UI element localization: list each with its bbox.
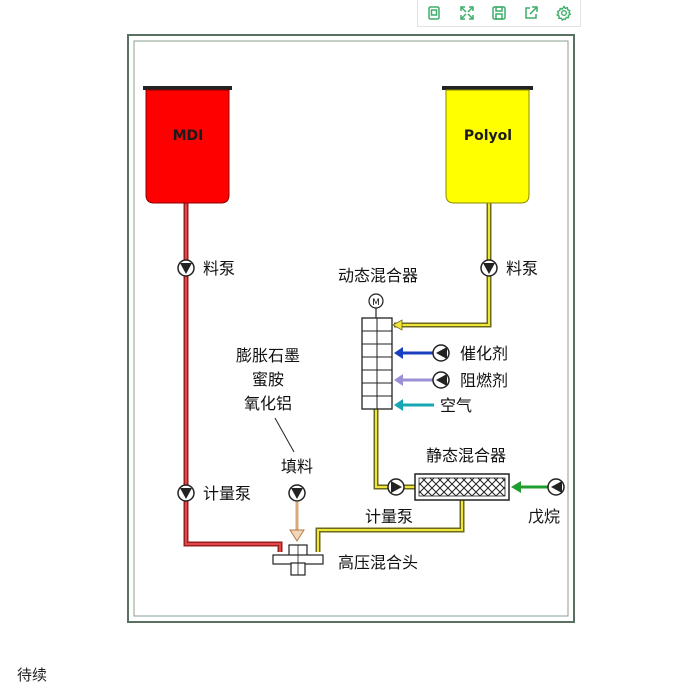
dynamic-mixer [361, 317, 393, 410]
air-label: 空气 [440, 396, 472, 415]
static-mixer [414, 473, 510, 501]
metering-pump-left [177, 484, 195, 502]
save-button[interactable] [489, 3, 509, 23]
process-diagram: MDI Polyol 料泵 料泵 计量泵 计量泵 动态混合器 M [127, 34, 575, 623]
metering-pump-right [387, 478, 405, 496]
dynamic-mixer-label: 动态混合器 [338, 266, 418, 285]
copy-icon [428, 6, 440, 20]
filler-leader-line [274, 417, 295, 453]
retardant-inlet [394, 371, 450, 389]
footer-text: 待续 [17, 666, 48, 684]
pump-left-label: 料泵 [203, 259, 235, 278]
polyol-label: Polyol [464, 128, 512, 144]
filler-name-1: 膨胀石墨 [236, 346, 300, 365]
polyol-tank: Polyol [442, 86, 533, 204]
pentane-inlet [511, 478, 565, 496]
share-button[interactable] [521, 3, 541, 23]
mdi-pipeline-inner [185, 203, 281, 552]
pump-right-label: 料泵 [506, 259, 538, 278]
pentane-label: 戊烷 [528, 507, 560, 526]
air-inlet [394, 399, 434, 411]
mdi-label: MDI [173, 128, 204, 144]
mixing-head [272, 544, 324, 576]
mdi-tank: MDI [143, 86, 232, 204]
pump-right [480, 259, 498, 277]
pump-left [177, 259, 195, 277]
motor-label: M [372, 298, 380, 308]
polyol-inlet-arrow [392, 319, 403, 331]
static-mixer-label: 静态混合器 [426, 446, 506, 465]
fullscreen-button[interactable] [457, 3, 477, 23]
settings-button[interactable] [554, 3, 574, 23]
copy-button[interactable] [424, 3, 444, 23]
retardant-label: 阻燃剂 [460, 371, 508, 390]
filler-name-3: 氧化铝 [244, 394, 292, 413]
catalyst-inlet [394, 344, 450, 362]
metering-right-label: 计量泵 [365, 507, 413, 526]
save-icon [492, 6, 506, 20]
filler-pump [288, 484, 306, 542]
settings-icon [555, 5, 572, 21]
filler-name-2: 蜜胺 [252, 370, 284, 389]
fullscreen-icon [459, 6, 474, 20]
share-icon [525, 6, 539, 19]
filler-label: 填料 [281, 457, 313, 476]
motor: M [368, 293, 384, 318]
catalyst-label: 催化剂 [460, 344, 508, 363]
mixing-head-label: 高压混合头 [338, 553, 418, 572]
image-toolbar [417, 0, 581, 27]
metering-left-label: 计量泵 [203, 484, 251, 503]
